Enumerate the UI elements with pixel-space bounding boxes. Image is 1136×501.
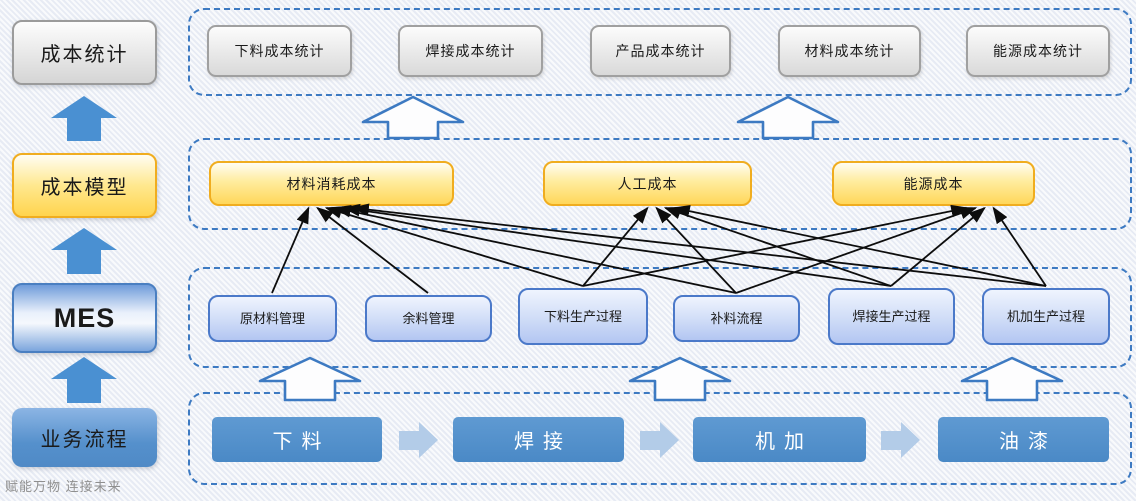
- stat-box-blanking: 下料成本统计: [207, 25, 352, 77]
- up-arrow-icon: [51, 357, 117, 403]
- block-up-arrow-icon: [736, 95, 840, 140]
- up-arrow-icon: [51, 96, 117, 141]
- footer-slogan: 赋能万物 连接未来: [5, 479, 122, 494]
- cost-box-labor: 人工成本: [543, 161, 752, 206]
- stat-box-material: 材料成本统计: [778, 25, 921, 77]
- mes-box-replenishment-flow: 补料流程: [673, 295, 800, 342]
- cost-box-material-consumption: 材料消耗成本: [209, 161, 454, 206]
- process-step-painting: 油漆: [938, 417, 1109, 462]
- mes-box-blanking-process: 下料生产过程: [518, 288, 648, 345]
- statistics-layer: [188, 8, 1132, 96]
- block-up-arrow-icon: [361, 95, 465, 140]
- left-box-business-process: 业务流程: [12, 408, 157, 467]
- mes-box-machining-process: 机加生产过程: [982, 288, 1110, 345]
- process-step-welding: 焊接: [453, 417, 624, 462]
- stat-box-welding: 焊接成本统计: [398, 25, 543, 77]
- stat-box-energy: 能源成本统计: [966, 25, 1110, 77]
- left-box-cost-statistics: 成本统计: [12, 20, 157, 85]
- cost-box-energy: 能源成本: [832, 161, 1035, 206]
- process-step-machining: 机加: [693, 417, 866, 462]
- up-arrow-icon: [51, 228, 117, 274]
- mes-box-raw-material-mgmt: 原材料管理: [208, 295, 337, 342]
- stat-box-product: 产品成本统计: [590, 25, 731, 77]
- mes-box-surplus-mgmt: 余料管理: [365, 295, 492, 342]
- left-box-cost-model: 成本模型: [12, 153, 157, 218]
- left-box-mes: MES: [12, 283, 157, 353]
- process-step-blanking: 下料: [212, 417, 382, 462]
- mes-box-welding-process: 焊接生产过程: [828, 288, 955, 345]
